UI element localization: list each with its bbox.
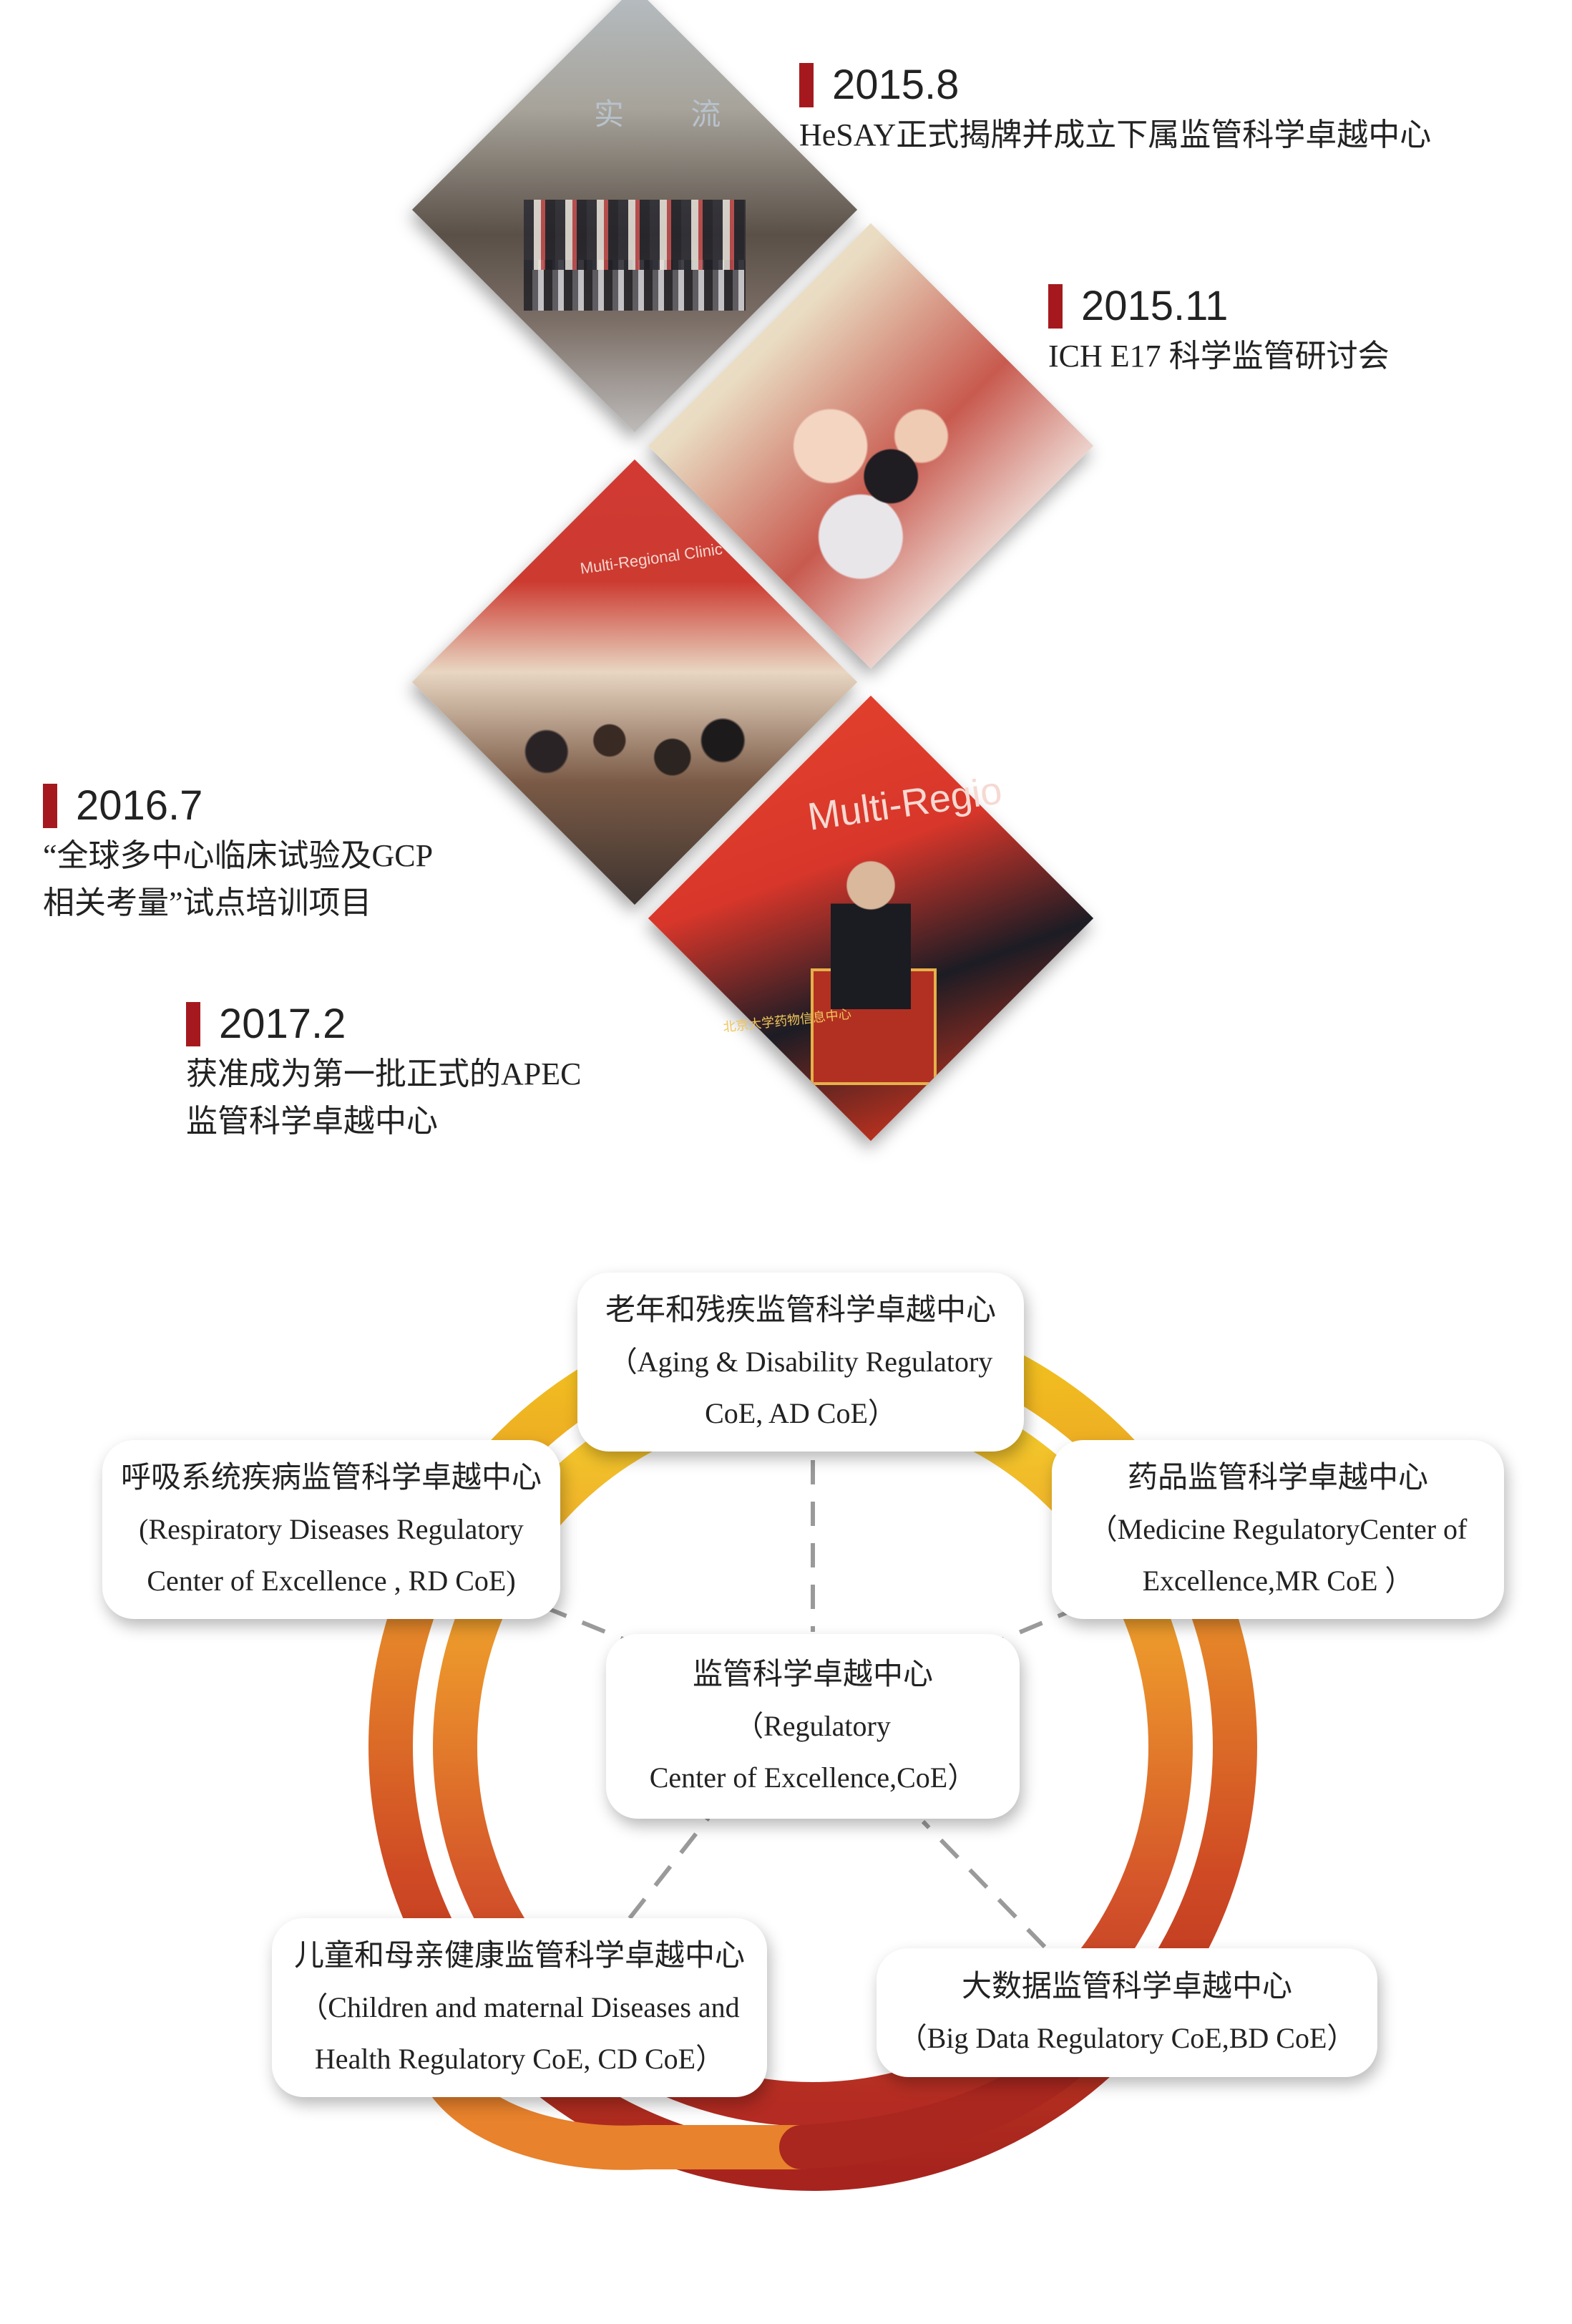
timeline-marker [799,63,814,107]
center-name-zh: 儿童和母亲健康监管科学卓越中心 [293,1940,745,1973]
center-name-en: （Medicine RegulatoryCenter of [1088,1513,1468,1545]
center-aging-box: 老年和残疾监管科学卓越中心 （Aging & Disability Regula… [577,1273,1024,1452]
timeline-desc-line: 获准成为第一批正式的APEC [186,1056,582,1091]
timeline-item-2016-7: 2016.7 “全球多中心临床试验及GCP 相关考量”试点培训项目 [43,784,433,927]
timeline-marker [1048,284,1063,329]
center-name-en: Excellence,MR CoE ） [1142,1565,1414,1597]
timeline-date: 2016.7 [76,782,203,829]
timeline-item-2017-2: 2017.2 获准成为第一批正式的APEC 监管科学卓越中心 [186,1002,581,1145]
timeline-date: 2015.11 [1081,283,1229,329]
center-name-en: Health Regulatory CoE, CD CoE） [314,2043,725,2075]
center-name-zh: 呼吸系统疾病监管科学卓越中心 [120,1462,542,1494]
timeline-desc-line: 监管科学卓越中心 [186,1104,438,1139]
connector-bottom-right [921,1819,1047,1949]
center-name-zh: 老年和残疾监管科学卓越中心 [605,1294,996,1327]
center-name-zh: 药品监管科学卓越中心 [1127,1462,1428,1494]
center-name-en: Center of Excellence , RD CoE) [147,1565,516,1597]
center-name-en: （Aging & Disability Regulatory [608,1346,993,1378]
center-children-box: 儿童和母亲健康监管科学卓越中心 （Children and maternal D… [272,1918,767,2097]
timeline-desc-line: ICH E17 科学监管研讨会 [1048,339,1390,374]
timeline-marker [186,1002,200,1046]
center-name-en: Center of Excellence,CoE） [649,1761,977,1794]
center-name-en: （Regulatory [735,1710,891,1742]
center-bigdata-box: 大数据监管科学卓越中心 （Big Data Regulatory CoE,BD … [877,1948,1377,2077]
timeline-desc-line: HeSAY正式揭牌并成立下属监管科学卓越中心 [799,117,1432,152]
center-name-en: (Respiratory Diseases Regulatory [139,1513,524,1545]
center-name-en: （Children and maternal Diseases and [299,1991,740,2023]
center-name-zh: 监管科学卓越中心 [692,1658,933,1691]
timeline-date: 2015.8 [832,62,960,108]
center-name-en: CoE, AD CoE） [705,1397,897,1429]
timeline-date: 2017.2 [219,1001,346,1047]
center-core-box: 监管科学卓越中心 （Regulatory Center of Excellenc… [606,1634,1020,1819]
connector-bottom-left [628,1817,711,1920]
photo1-sign-text: 实 流 [594,97,750,132]
center-name-en: （Big Data Regulatory CoE,BD CoE） [898,2022,1356,2054]
timeline-desc-line: 相关考量”试点培训项目 [43,885,372,920]
center-respiratory-box: 呼吸系统疾病监管科学卓越中心 (Respiratory Diseases Reg… [102,1440,560,1619]
timeline-item-2015-11: 2015.11 ICH E17 科学监管研讨会 [1048,284,1390,380]
center-name-zh: 大数据监管科学卓越中心 [961,1970,1292,2003]
timeline-desc-line: “全球多中心临床试验及GCP [43,838,434,873]
center-medicine-box: 药品监管科学卓越中心 （Medicine RegulatoryCenter of… [1052,1440,1504,1619]
timeline-item-2015-8: 2015.8 HeSAY正式揭牌并成立下属监管科学卓越中心 [799,63,1431,159]
timeline-marker [43,784,57,828]
